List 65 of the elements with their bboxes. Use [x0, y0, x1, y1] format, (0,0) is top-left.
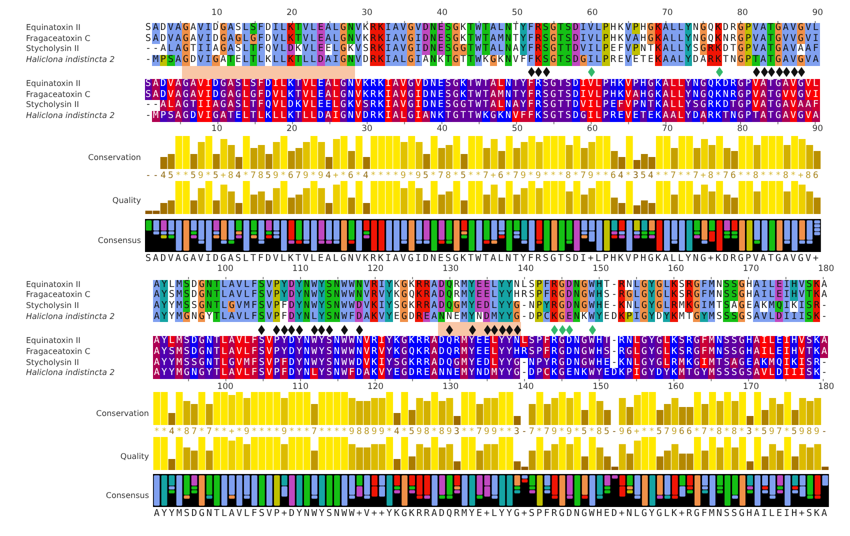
- position-number: 80: [736, 8, 749, 18]
- position-number: 170: [742, 264, 760, 274]
- sequence-name: Stycholysin II: [26, 44, 79, 56]
- position-number: 60: [586, 8, 599, 18]
- aligned-sequence: AYYMGNGYTLAVLFSVPFDYNLYSNWFDAKVYEGDREANNEMYNDMYYG-DPCKGENKWYEDKPIGYDYKMTGYMSSSGSAVLDIIISK-: [152, 368, 828, 380]
- position-number: 140: [516, 382, 535, 392]
- position-number: 110: [291, 382, 310, 392]
- position-number: 50: [510, 124, 524, 134]
- position-number: 180: [816, 264, 836, 274]
- sequence-name: Stycholysin II: [26, 300, 79, 312]
- sequence-name: Equinatoxin II: [26, 336, 80, 347]
- position-number: 120: [366, 382, 385, 392]
- sequence-name: Stycholysin II: [26, 358, 79, 368]
- track-label: Quality: [119, 452, 149, 462]
- aligned-sequence: AYYMGNGYTLAVLFSVPFDYNLYSNWFDAKVYEGDREANNEMYNDMYYG-DPCKGENKWYEDKPIGYDYKMTGYMSSSGSAVLDIIISK-: [152, 312, 828, 322]
- position-number: 40: [436, 8, 449, 18]
- position-number: 90: [811, 124, 824, 134]
- sequence-name: Haliclona indistincta 2: [26, 111, 115, 122]
- position-number: 120: [366, 264, 385, 274]
- sequence-name: Equinatoxin II: [26, 23, 80, 34]
- position-number: 150: [592, 382, 610, 392]
- sequence-name: Haliclona indistincta 2: [26, 312, 115, 322]
- track-label: Quality: [111, 196, 141, 206]
- position-number: 100: [216, 382, 234, 392]
- track-label: Conservation: [95, 409, 149, 420]
- track-label: Conservation: [87, 153, 141, 164]
- sequence-name: Fragaceatoxin C: [26, 290, 90, 301]
- position-number: 80: [736, 124, 749, 134]
- position-number: 140: [516, 264, 535, 274]
- position-number: 70: [661, 124, 674, 134]
- position-number: 40: [436, 124, 449, 134]
- consensus-sequence: SADVAGAVIDGASLTFDVLKTVLEALGNVKRKIAVGIDNESGKTWTALNTYFRSGTSDI+LPHKVPHGKALLYNG+KDRGPVATGAVGV+: [144, 254, 820, 264]
- position-number: 110: [291, 264, 310, 274]
- position-number: 100: [216, 264, 234, 274]
- position-number: 130: [441, 264, 460, 274]
- track-label: Consensus: [96, 236, 141, 246]
- position-number: 10: [210, 124, 224, 134]
- position-number: 20: [286, 124, 298, 134]
- position-number: 50: [510, 8, 524, 18]
- position-number: 60: [586, 124, 599, 134]
- conservation-scores: --45**59*5+84*7859*679*94+*6*4****9*95*78*5**7+6*79*9***8*79**64*354**7**7+8*76**8***8*+86: [144, 171, 820, 181]
- sequence-name: Equinatoxin II: [26, 79, 80, 90]
- position-number: 160: [666, 382, 685, 392]
- position-number: 20: [286, 8, 298, 18]
- position-number: 70: [661, 8, 674, 18]
- position-number: 180: [816, 382, 836, 392]
- position-number: 130: [441, 382, 460, 392]
- position-number: 150: [592, 264, 610, 274]
- sequence-name: Haliclona indistincta 2: [26, 55, 115, 66]
- conservation-scores: **4*87*7**+*9****9***7****98899*4*598*893**799**3-7*79*9*5*85-96+**57966*7*8*8*3*597*5989-: [152, 427, 828, 437]
- position-number: 30: [360, 8, 374, 18]
- sequence-name: Fragaceatoxin C: [26, 34, 90, 44]
- sequence-name: Equinatoxin II: [26, 280, 80, 290]
- aligned-sequence: AYYMSSGNTLGVMFSVPFDYNWYSNWWDVKIYSGKRRADQGMYEDLYYG-NPYRGDNGWHE-KNLGYGLRMKGIMTSAGEAKMQIKISR-: [152, 300, 828, 312]
- position-number: 170: [742, 382, 760, 392]
- position-number: 10: [210, 8, 224, 18]
- sequence-name: Fragaceatoxin C: [26, 347, 90, 358]
- sequence-name: Stycholysin II: [26, 100, 79, 112]
- position-number: 30: [360, 124, 374, 134]
- track-label: Consensus: [104, 490, 149, 501]
- position-number: 90: [811, 8, 824, 18]
- sequence-name: Haliclona indistincta 2: [26, 368, 115, 380]
- position-number: 160: [666, 264, 685, 274]
- sequence-name: Fragaceatoxin C: [26, 90, 90, 100]
- aligned-sequence: AYYMSSGNTLGVMFSVPFDYNWYSNWWDVKIYSGKRRADQGMYEDLYYG-NPYRGDNGWHE-KNLGYGLRMKGIMTSAGEAKMQIKISR-: [152, 358, 828, 368]
